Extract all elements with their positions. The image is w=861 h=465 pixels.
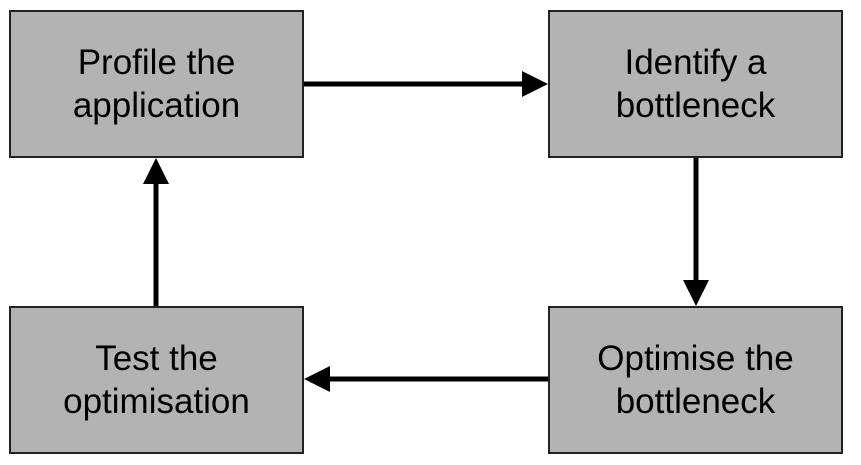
step-label-line: bottleneck [615,86,776,125]
step-label-line: Profile the [77,43,236,82]
arrow-left-icon [304,366,548,392]
step-label-line: optimisation [63,382,250,421]
step-label-line: Test the [95,339,218,378]
step-label-line: bottleneck [615,382,776,421]
step-test-optimisation: Test the optimisation [9,306,304,454]
arrow-up-icon [143,158,169,306]
step-profile-application: Profile the application [9,10,304,158]
step-identify-bottleneck: Identify a bottleneck [548,10,843,158]
arrow-down-icon [683,158,709,306]
arrow-right-icon [304,71,548,97]
step-label-line: Optimise the [597,339,794,378]
step-label-line: application [72,86,241,125]
step-label-line: Identify a [624,43,767,82]
step-optimise-bottleneck: Optimise the bottleneck [548,306,843,454]
